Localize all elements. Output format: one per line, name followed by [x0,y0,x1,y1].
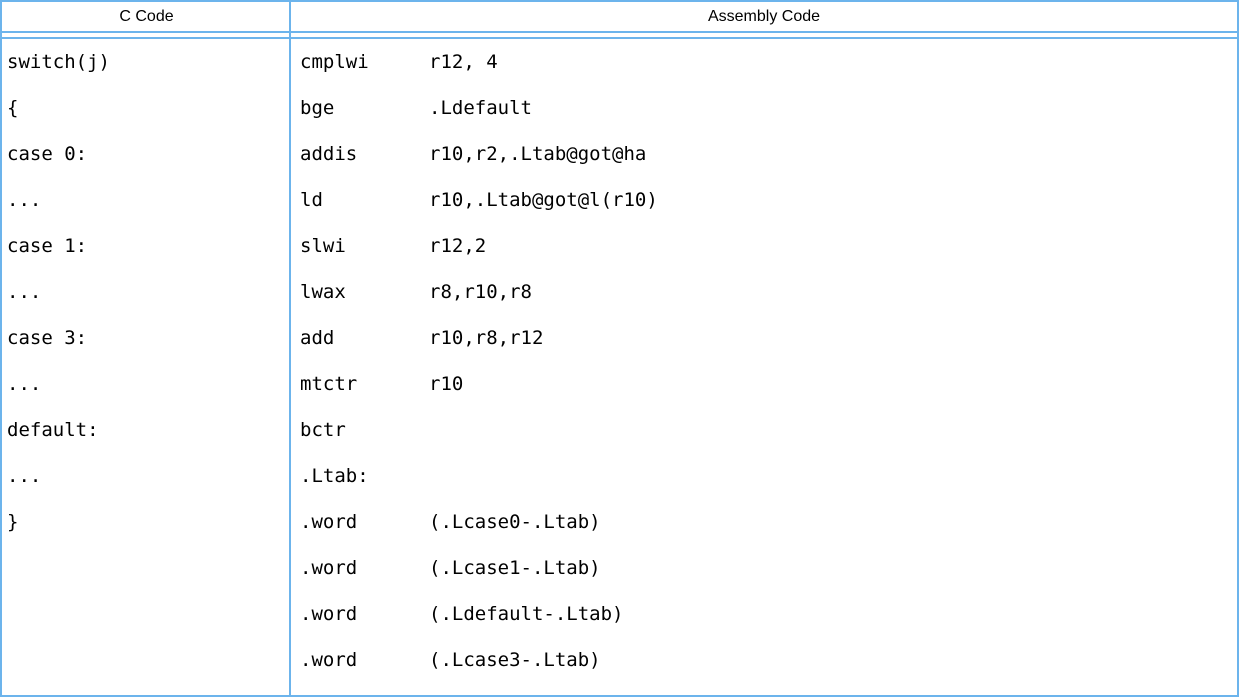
assembly-operands: .Ldefault [429,97,532,119]
assembly-operands: (.Lcase3-.Ltab) [429,649,601,671]
assembly-code-column: cmplwi r12, 4 bge .Ldefault addis r10,r2… [291,39,1237,683]
assembly-code-line: mtctr r10 [300,361,1237,407]
c-code-line: switch(j) [7,51,110,73]
assembly-mnemonic: mtctr [300,373,358,395]
table-body: switch(j) { case 0: ... case 1: ... case… [2,37,1237,683]
assembly-operands: r12,2 [429,235,487,257]
assembly-mnemonic: ld [300,189,323,211]
c-code-line: case 1: [7,235,88,257]
assembly-mnemonic: .Ltab: [300,465,369,487]
assembly-code-line: bctr [300,407,1237,453]
c-code-column: switch(j) { case 0: ... case 1: ... case… [2,39,291,683]
assembly-mnemonic: .word [300,649,358,671]
assembly-code-line: slwi r12,2 [300,223,1237,269]
assembly-code-line: .word (.Ldefault-.Ltab) [300,591,1237,637]
assembly-operands: r10,.Ltab@got@l(r10) [429,189,658,211]
assembly-mnemonic: .word [300,511,358,533]
assembly-operands: r12, 4 [429,51,498,73]
header-body-gap [2,33,1237,37]
c-code-line: ... [7,189,42,211]
c-code-column-header: C Code [119,7,174,25]
assembly-operands: (.Lcase0-.Ltab) [429,511,601,533]
assembly-code-line: addis r10,r2,.Ltab@got@ha [300,131,1237,177]
assembly-mnemonic: bge [300,97,335,119]
c-code-line: ... [7,465,42,487]
assembly-code-line: .word (.Lcase0-.Ltab) [300,499,1237,545]
c-code-line: ... [7,281,42,303]
assembly-operands: r8,r10,r8 [429,281,532,303]
assembly-mnemonic: bctr [300,419,346,441]
assembly-code-line: .word (.Lcase1-.Ltab) [300,545,1237,591]
assembly-operands: (.Ldefault-.Ltab) [429,603,624,625]
assembly-code-line: add r10,r8,r12 [300,315,1237,361]
assembly-mnemonic: slwi [300,235,346,257]
assembly-code-line: .Ltab: [300,453,1237,499]
c-code-line: } [7,511,19,533]
assembly-mnemonic: add [300,327,335,349]
assembly-mnemonic: cmplwi [300,51,369,73]
c-code-line: default: [7,419,99,441]
c-code-line: case 0: [7,143,88,165]
assembly-operands: r10,r2,.Ltab@got@ha [429,143,647,165]
assembly-mnemonic: lwax [300,281,346,303]
table-header-row: C Code Assembly Code [2,2,1237,33]
assembly-operands: (.Lcase1-.Ltab) [429,557,601,579]
assembly-code-line: ld r10,.Ltab@got@l(r10) [300,177,1237,223]
assembly-code-column-header: Assembly Code [707,7,821,25]
assembly-operands: r10,r8,r12 [429,327,544,349]
assembly-mnemonic: addis [300,143,358,165]
c-code-line: case 3: [7,327,88,349]
c-code-line: { [7,97,19,119]
assembly-code-line: bge .Ldefault [300,85,1237,131]
assembly-mnemonic: .word [300,557,358,579]
assembly-operands: r10 [429,373,464,395]
c-code-line: ... [7,373,42,395]
assembly-code-line: lwax r8,r10,r8 [300,269,1237,315]
assembly-mnemonic: .word [300,603,358,625]
assembly-code-line: cmplwi r12, 4 [300,39,1237,85]
assembly-code-line: .word (.Lcase3-.Ltab) [300,637,1237,683]
column-divider [289,2,291,695]
